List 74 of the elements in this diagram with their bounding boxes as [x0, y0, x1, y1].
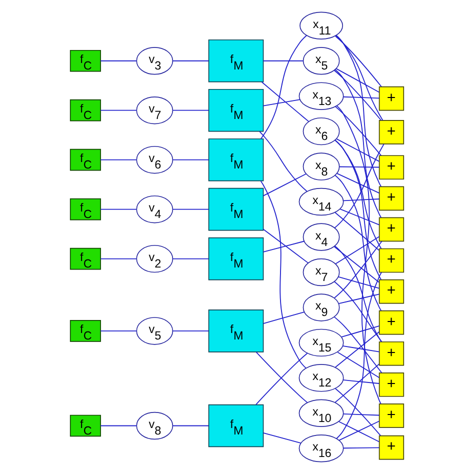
- node-box: +: [378, 404, 404, 428]
- connector: [334, 140, 382, 249]
- connector: [100, 159, 137, 160]
- connector: [334, 388, 381, 436]
- connector: [336, 272, 382, 439]
- connector: [336, 138, 380, 162]
- connector: [334, 246, 380, 283]
- node-box: +: [378, 310, 404, 335]
- connector: [342, 413, 380, 416]
- connector: [336, 105, 382, 404]
- connector: [334, 331, 380, 368]
- node-box: +: [378, 279, 404, 304]
- connector: [334, 144, 384, 228]
- connector: [335, 35, 384, 121]
- connector: [338, 166, 380, 168]
- node-box: +: [378, 155, 404, 180]
- connector: [262, 60, 304, 62]
- connector: [260, 35, 307, 140]
- connector: [334, 246, 382, 342]
- connector: [340, 208, 380, 226]
- connector: [261, 82, 310, 122]
- node-box: +: [378, 86, 404, 111]
- node-box: +: [378, 435, 404, 460]
- connector: [262, 312, 305, 324]
- connector: [338, 294, 380, 304]
- connector: [172, 425, 209, 426]
- node-box: +: [378, 186, 404, 211]
- connector: [334, 174, 382, 312]
- connector: [262, 173, 307, 196]
- connector: [172, 159, 209, 160]
- connector: [172, 330, 209, 332]
- connector: [334, 281, 382, 342]
- connector: [334, 69, 382, 218]
- connector: [334, 36, 382, 88]
- node-box: +: [378, 248, 404, 273]
- connector: [342, 198, 380, 202]
- connector: [338, 276, 380, 289]
- node-box: +: [378, 120, 404, 144]
- connector: [341, 325, 380, 338]
- connector: [336, 173, 380, 194]
- connector: [262, 99, 300, 106]
- connector: [336, 34, 382, 187]
- connector: [334, 106, 382, 156]
- connector: [172, 110, 209, 111]
- connector: [100, 425, 137, 426]
- connector: [336, 68, 380, 93]
- connector: [172, 258, 209, 260]
- node-box: +: [378, 372, 404, 397]
- connector: [334, 140, 382, 280]
- connector: [334, 240, 382, 298]
- connector: [100, 110, 137, 111]
- node-box: +: [378, 217, 404, 242]
- connector: [262, 228, 308, 264]
- connector: [172, 208, 209, 210]
- connector: [334, 364, 380, 403]
- connector: [100, 208, 137, 210]
- connector: [172, 60, 209, 62]
- connector: [342, 447, 380, 449]
- connector: [260, 180, 306, 369]
- connector: [334, 212, 380, 251]
- connector: [337, 352, 380, 378]
- connector: [262, 240, 305, 252]
- connector: [342, 346, 380, 352]
- connector: [342, 96, 380, 99]
- connector: [100, 258, 137, 260]
- connector: [342, 380, 380, 384]
- connector: [335, 236, 380, 264]
- connector: [100, 330, 137, 332]
- connector: [100, 60, 137, 62]
- connector: [334, 70, 382, 121]
- connector: [259, 131, 308, 192]
- connector: [262, 432, 302, 444]
- node-box: +: [378, 341, 404, 366]
- connector: [334, 316, 382, 374]
